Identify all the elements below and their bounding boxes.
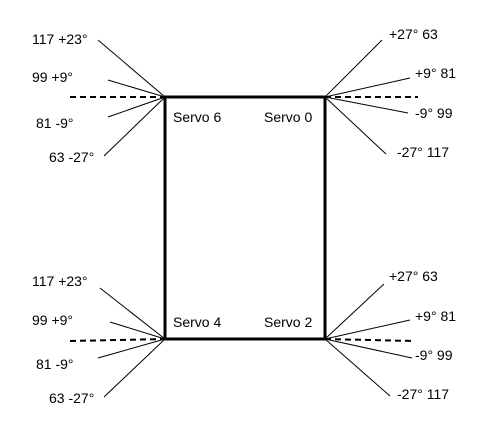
angle-label-br-3: -9° 99 [415,347,453,363]
leg-top-right [324,39,418,155]
angle-label-br-1: +27° 63 [389,268,438,284]
leg-bottom-right [324,283,415,397]
angle-label-tr-2: +9° 81 [415,65,457,81]
angle-label-br-4: -27° 117 [397,386,450,402]
angle-label-tr-1: +27° 63 [389,26,438,42]
angle-label-tl-4: 63 -27° [49,149,95,165]
servo-label-bottom-right: Servo 2 [264,314,313,330]
servo-label-bottom-left: Servo 4 [173,314,222,330]
angle-label-tl-1: 117 +23° [32,31,88,47]
angle-label-tl-3: 81 -9° [36,115,74,131]
body-rectangle [163,95,327,341]
angle-label-bl-2: 99 +9° [32,312,74,328]
angle-label-br-2: +9° 81 [415,308,457,324]
angle-label-tr-3: -9° 99 [415,105,453,121]
angle-label-tr-4: -27° 117 [397,144,450,160]
leg-top-left [70,39,166,157]
servo-label-top-left: Servo 6 [173,109,222,125]
angle-label-bl-4: 63 -27° [49,390,95,406]
servo-label-top-right: Servo 0 [264,109,313,125]
angle-label-bl-1: 117 +23° [32,273,88,289]
angle-label-bl-3: 81 -9° [36,356,74,372]
leg-bottom-left [69,287,166,398]
angle-label-tl-2: 99 +9° [32,69,74,85]
